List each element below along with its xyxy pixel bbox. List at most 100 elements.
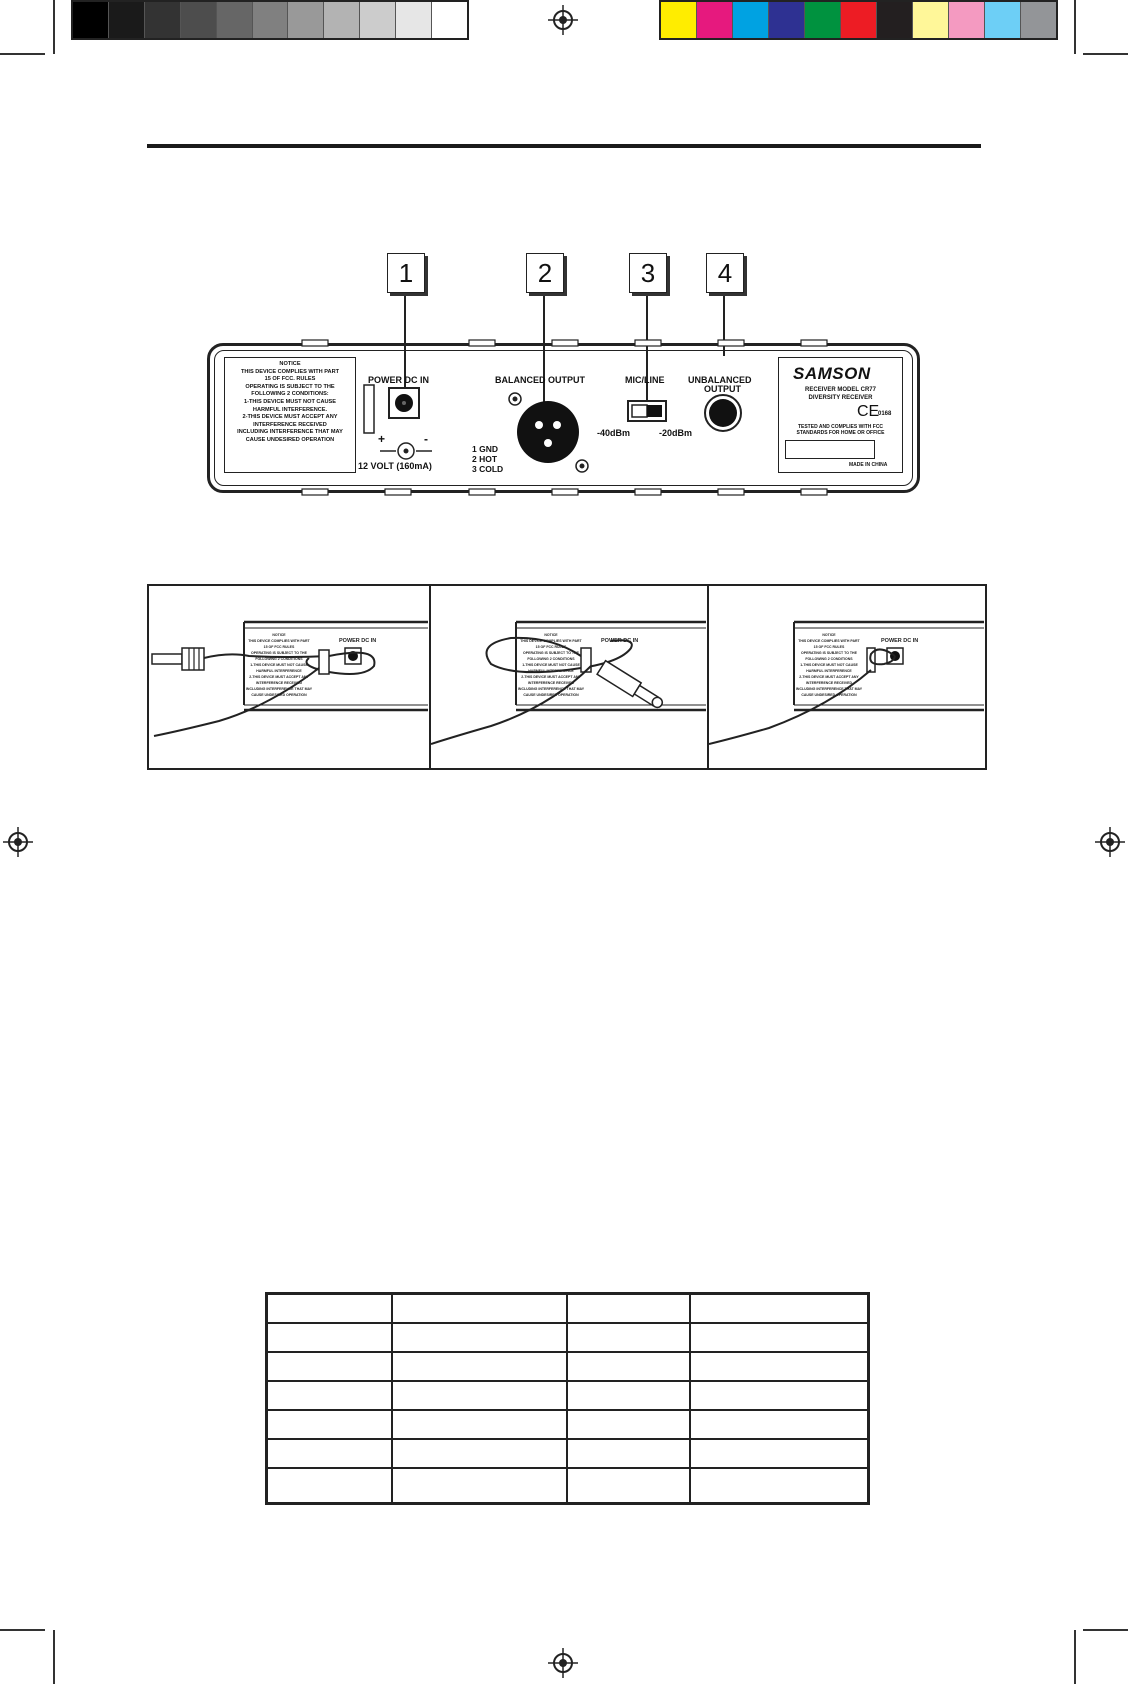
samson-logo: SAMSON — [793, 364, 871, 383]
gray-swatch — [396, 2, 433, 38]
table-cell — [689, 1438, 870, 1469]
polarity-symbol-icon — [380, 442, 432, 460]
table-cell — [265, 1438, 393, 1469]
notice-line: CAUSE UNDESIRED OPERATION — [245, 436, 335, 443]
power-dc-in-label: POWER DC IN — [368, 375, 430, 385]
made-in-label: MADE IN CHINA — [849, 462, 888, 468]
notice-line: FOLLOWING 2 CONDITIONS: — [251, 391, 329, 398]
svg-text:INCLUDING INTERFERENCE THAT MA: INCLUDING INTERFERENCE THAT MAY — [796, 687, 863, 691]
registration-mark-icon — [548, 5, 578, 35]
notice-line: INCLUDING INTERFERENCE THAT MAY — [237, 429, 343, 436]
color-swatch — [733, 2, 769, 38]
ce-mark: CE — [857, 403, 880, 420]
table-cell — [265, 1467, 393, 1505]
svg-text:CAUSE UNDESIRED OPERATION: CAUSE UNDESIRED OPERATION — [523, 693, 579, 697]
callout-leader — [543, 292, 545, 432]
diversity-line: DIVERSITY RECEIVER — [808, 395, 873, 401]
crop-mark — [1083, 1629, 1128, 1631]
callout-2: 2 — [526, 253, 564, 293]
table-cell — [689, 1292, 870, 1324]
table-cell — [391, 1380, 568, 1411]
table-cell — [566, 1292, 691, 1324]
crop-mark — [0, 53, 45, 55]
svg-text:2-THIS DEVICE MUST ACCEPT ANY: 2-THIS DEVICE MUST ACCEPT ANY — [799, 675, 859, 679]
notice-line: THIS DEVICE COMPLIES WITH PART — [240, 368, 340, 375]
voltage-label: 12 VOLT (160mA) — [358, 461, 432, 471]
model-label-plate: SAMSON RECEIVER MODEL CR77 DIVERSITY REC… — [778, 357, 903, 473]
crop-mark — [53, 0, 55, 54]
color-swatch — [805, 2, 841, 38]
xlr-connector-icon — [508, 392, 589, 473]
svg-text:15 OF FCC RULES: 15 OF FCC RULES — [814, 645, 845, 649]
pin-2-label: 2 HOT — [472, 454, 498, 464]
serial-box — [785, 440, 875, 459]
svg-text:NOTICE: NOTICE — [272, 633, 286, 637]
color-swatch — [697, 2, 733, 38]
registration-mark-icon — [1095, 827, 1125, 857]
pin-3-label: 3 COLD — [472, 464, 504, 474]
polarity-plus: + — [378, 432, 386, 446]
process-color-bar — [659, 0, 1058, 40]
color-swatch — [913, 2, 949, 38]
table-row — [265, 1322, 870, 1353]
svg-text:FOLLOWING 2 CONDITIONS: FOLLOWING 2 CONDITIONS — [527, 657, 575, 661]
gray-swatch — [73, 2, 109, 38]
svg-text:OPERATING IS SUBJECT TO THE: OPERATING IS SUBJECT TO THE — [801, 651, 858, 655]
frame-1-power-label: POWER DC IN — [339, 638, 376, 644]
gray-swatch — [324, 2, 361, 38]
table-cell — [265, 1409, 393, 1440]
color-swatch — [949, 2, 985, 38]
svg-text:THIS DEVICE COMPLIES WITH PART: THIS DEVICE COMPLIES WITH PART — [798, 639, 860, 643]
panel-notches — [301, 339, 828, 496]
rear-panel-inner — [214, 350, 913, 486]
gray-swatch — [180, 2, 217, 38]
svg-text:INTERFERENCE RECEIVED: INTERFERENCE RECEIVED — [806, 681, 853, 685]
color-swatch — [769, 2, 805, 38]
gray-swatch — [144, 2, 181, 38]
table-cell — [265, 1322, 393, 1353]
svg-text:INCLUDING INTERFERENCE THAT MA: INCLUDING INTERFERENCE THAT MAY — [246, 687, 313, 691]
ce-number: 0168 — [878, 411, 892, 417]
table-cell — [391, 1351, 568, 1382]
table-cell — [689, 1467, 870, 1505]
frame-3-power-label: POWER DC IN — [881, 638, 918, 644]
table-cell — [689, 1409, 870, 1440]
table-cell — [391, 1292, 568, 1324]
callout-leader — [404, 292, 406, 390]
table-cell — [265, 1292, 393, 1324]
notice-line: 2-THIS DEVICE MUST ACCEPT ANY — [242, 414, 338, 421]
polarity-minus: - — [424, 432, 428, 446]
svg-text:1-THIS DEVICE MUST NOT CAUSE: 1-THIS DEVICE MUST NOT CAUSE — [800, 663, 858, 667]
db-low-label: -40dBm — [597, 428, 631, 438]
table-cell — [391, 1322, 568, 1353]
power-switch — [363, 384, 375, 434]
svg-text:INCLUDING INTERFERENCE THAT MA: INCLUDING INTERFERENCE THAT MAY — [518, 687, 585, 691]
svg-text:FOLLOWING 2 CONDITIONS: FOLLOWING 2 CONDITIONS — [805, 657, 853, 661]
grayscale-color-bar — [71, 0, 469, 40]
callout-1: 1 — [387, 253, 425, 293]
table-row — [265, 1292, 870, 1324]
table-cell — [566, 1351, 691, 1382]
crop-mark — [1074, 0, 1076, 54]
svg-text:1-THIS DEVICE MUST NOT CAUSE: 1-THIS DEVICE MUST NOT CAUSE — [250, 663, 308, 667]
crop-mark — [1074, 1630, 1076, 1684]
mic-line-label: MIC/LINE — [625, 375, 665, 385]
mic-line-switch[interactable] — [627, 400, 667, 422]
db-high-label: -20dBm — [659, 428, 693, 438]
gray-swatch — [252, 2, 289, 38]
svg-text:1-THIS DEVICE MUST NOT CAUSE: 1-THIS DEVICE MUST NOT CAUSE — [522, 663, 580, 667]
gray-swatch — [108, 2, 145, 38]
crop-mark — [53, 1630, 55, 1684]
notice-line: INTERFERENCE RECEIVED — [253, 421, 327, 428]
fcc-tested-line-1: TESTED AND COMPLIES WITH FCC — [797, 424, 884, 430]
callout-leader — [646, 292, 648, 404]
gray-swatch — [432, 2, 467, 38]
registration-mark-icon — [548, 1648, 578, 1678]
color-swatch — [841, 2, 877, 38]
color-swatch — [877, 2, 913, 38]
